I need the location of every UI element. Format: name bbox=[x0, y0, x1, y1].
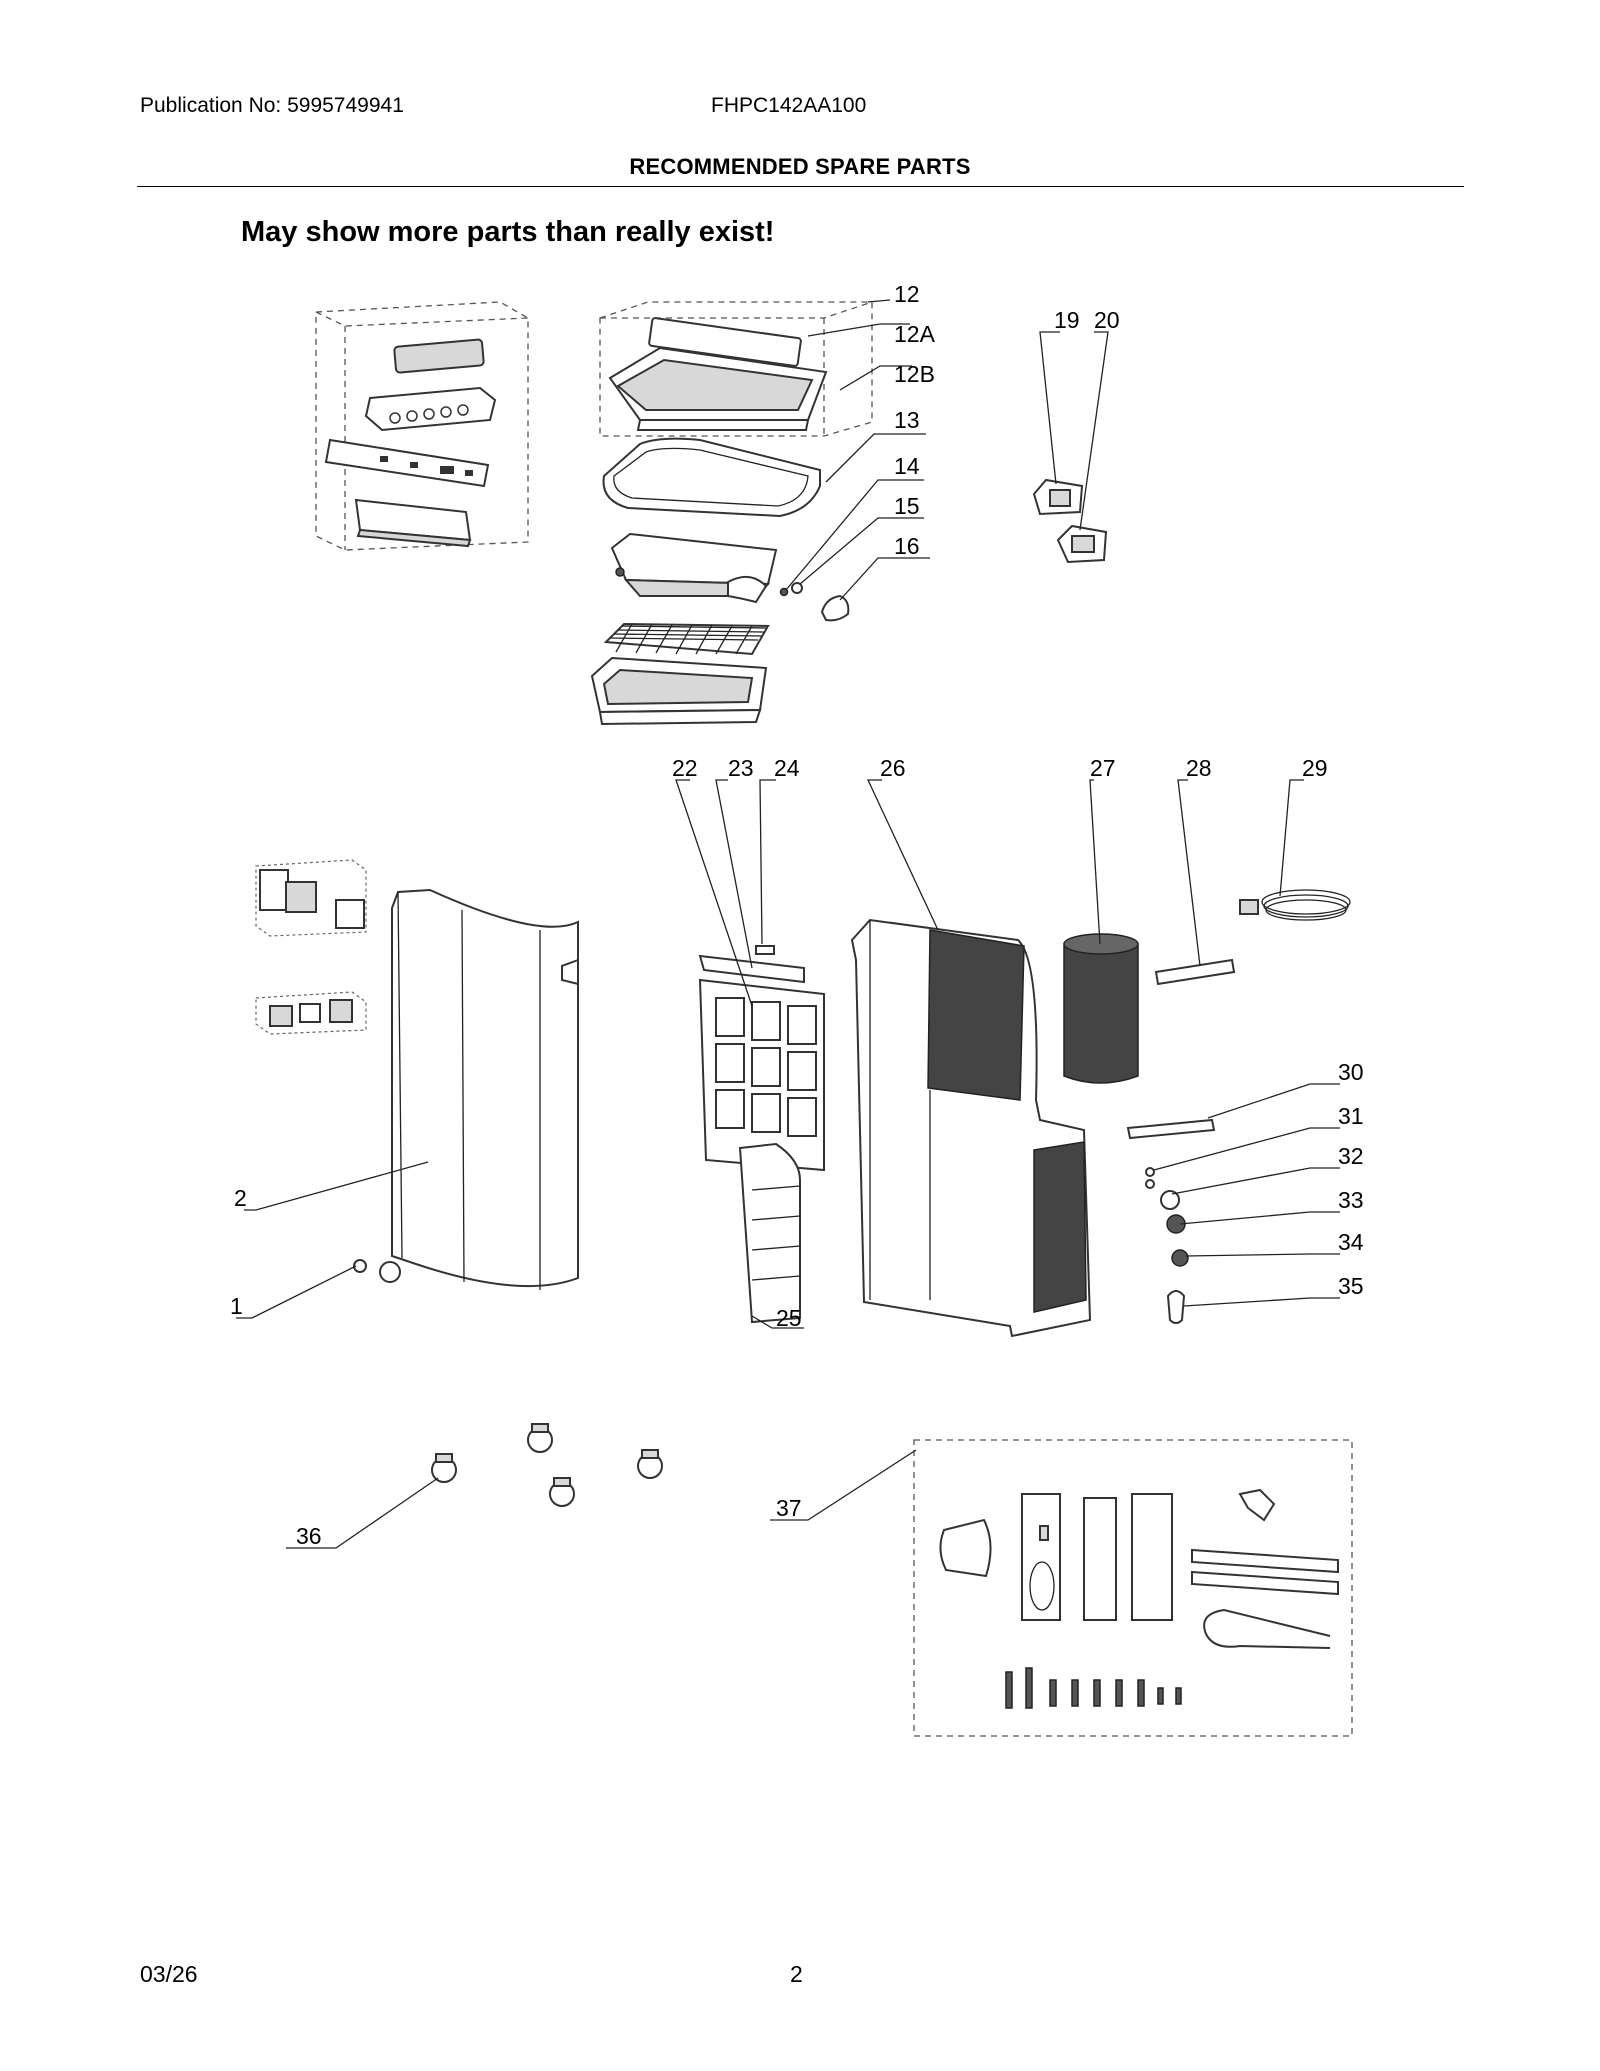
page-number: 2 bbox=[790, 1961, 803, 1987]
callout-13: 13 bbox=[894, 407, 920, 433]
casters-36 bbox=[431, 1423, 663, 1507]
section-title: RECOMMENDED SPARE PARTS bbox=[629, 154, 971, 179]
foot-1b bbox=[379, 1261, 401, 1283]
diagram-note: May show more parts than really exist! bbox=[241, 216, 775, 248]
part-14 bbox=[779, 587, 789, 597]
callout-33: 33 bbox=[1338, 1187, 1364, 1213]
power-cord-29 bbox=[1239, 889, 1351, 921]
part-30 bbox=[1126, 1118, 1216, 1140]
cabinet-panel bbox=[391, 888, 579, 1290]
side-module-assemblies bbox=[255, 859, 367, 1035]
part-31 bbox=[1145, 1167, 1155, 1177]
leader-lines bbox=[236, 299, 1340, 1549]
footer-date: 03/26 bbox=[140, 1961, 198, 1987]
callout-2: 2 bbox=[234, 1185, 247, 1211]
callout-12: 12 bbox=[894, 281, 920, 307]
callout-15: 15 bbox=[894, 493, 920, 519]
gasket-13 bbox=[602, 437, 821, 518]
part-19-20-controls bbox=[1032, 478, 1108, 564]
filter-assembly bbox=[698, 945, 825, 1172]
cabinet-front-26 bbox=[850, 918, 1092, 1338]
publication-number: Publication No: 5995749941 bbox=[140, 94, 404, 117]
top-cover-assembly bbox=[599, 301, 873, 437]
part-32 bbox=[1160, 1190, 1180, 1210]
part-28 bbox=[1154, 958, 1236, 986]
top-louver-panel bbox=[610, 532, 778, 604]
callout-28: 28 bbox=[1186, 755, 1212, 781]
callout-32: 32 bbox=[1338, 1143, 1364, 1169]
callout-31: 31 bbox=[1338, 1103, 1364, 1129]
callout-16: 16 bbox=[894, 533, 920, 559]
part-35 bbox=[1166, 1290, 1186, 1324]
callout-20: 20 bbox=[1094, 307, 1120, 333]
part-15 bbox=[791, 582, 803, 594]
callout-23: 23 bbox=[728, 755, 754, 781]
part-16 bbox=[820, 594, 850, 622]
callout-27: 27 bbox=[1090, 755, 1116, 781]
callout-12a: 12A bbox=[894, 321, 936, 347]
callout-22: 22 bbox=[672, 755, 698, 781]
callout-19: 19 bbox=[1054, 307, 1080, 333]
model-number: FHPC142AA100 bbox=[711, 94, 867, 117]
bottom-frame bbox=[590, 656, 768, 726]
foot-1a bbox=[353, 1259, 367, 1273]
window-kit-37 bbox=[913, 1439, 1353, 1737]
callout-29: 29 bbox=[1302, 755, 1328, 781]
callout-1: 1 bbox=[230, 1293, 243, 1319]
callout-26: 26 bbox=[880, 755, 906, 781]
control-panel-assembly bbox=[315, 301, 529, 551]
air-grille bbox=[603, 622, 770, 656]
callout-34: 34 bbox=[1338, 1229, 1364, 1255]
callout-35: 35 bbox=[1338, 1273, 1364, 1299]
lower-filter-25 bbox=[738, 1142, 801, 1324]
callout-25: 25 bbox=[776, 1305, 802, 1331]
header-rule bbox=[137, 186, 1464, 187]
callout-37: 37 bbox=[776, 1495, 802, 1521]
callout-30: 30 bbox=[1338, 1059, 1364, 1085]
callout-24: 24 bbox=[774, 755, 800, 781]
callout-14: 14 bbox=[894, 453, 920, 479]
callout-12b: 12B bbox=[894, 361, 935, 387]
exhaust-hose-27 bbox=[1063, 933, 1139, 1084]
part-34 bbox=[1171, 1249, 1189, 1267]
callout-36: 36 bbox=[296, 1523, 322, 1549]
